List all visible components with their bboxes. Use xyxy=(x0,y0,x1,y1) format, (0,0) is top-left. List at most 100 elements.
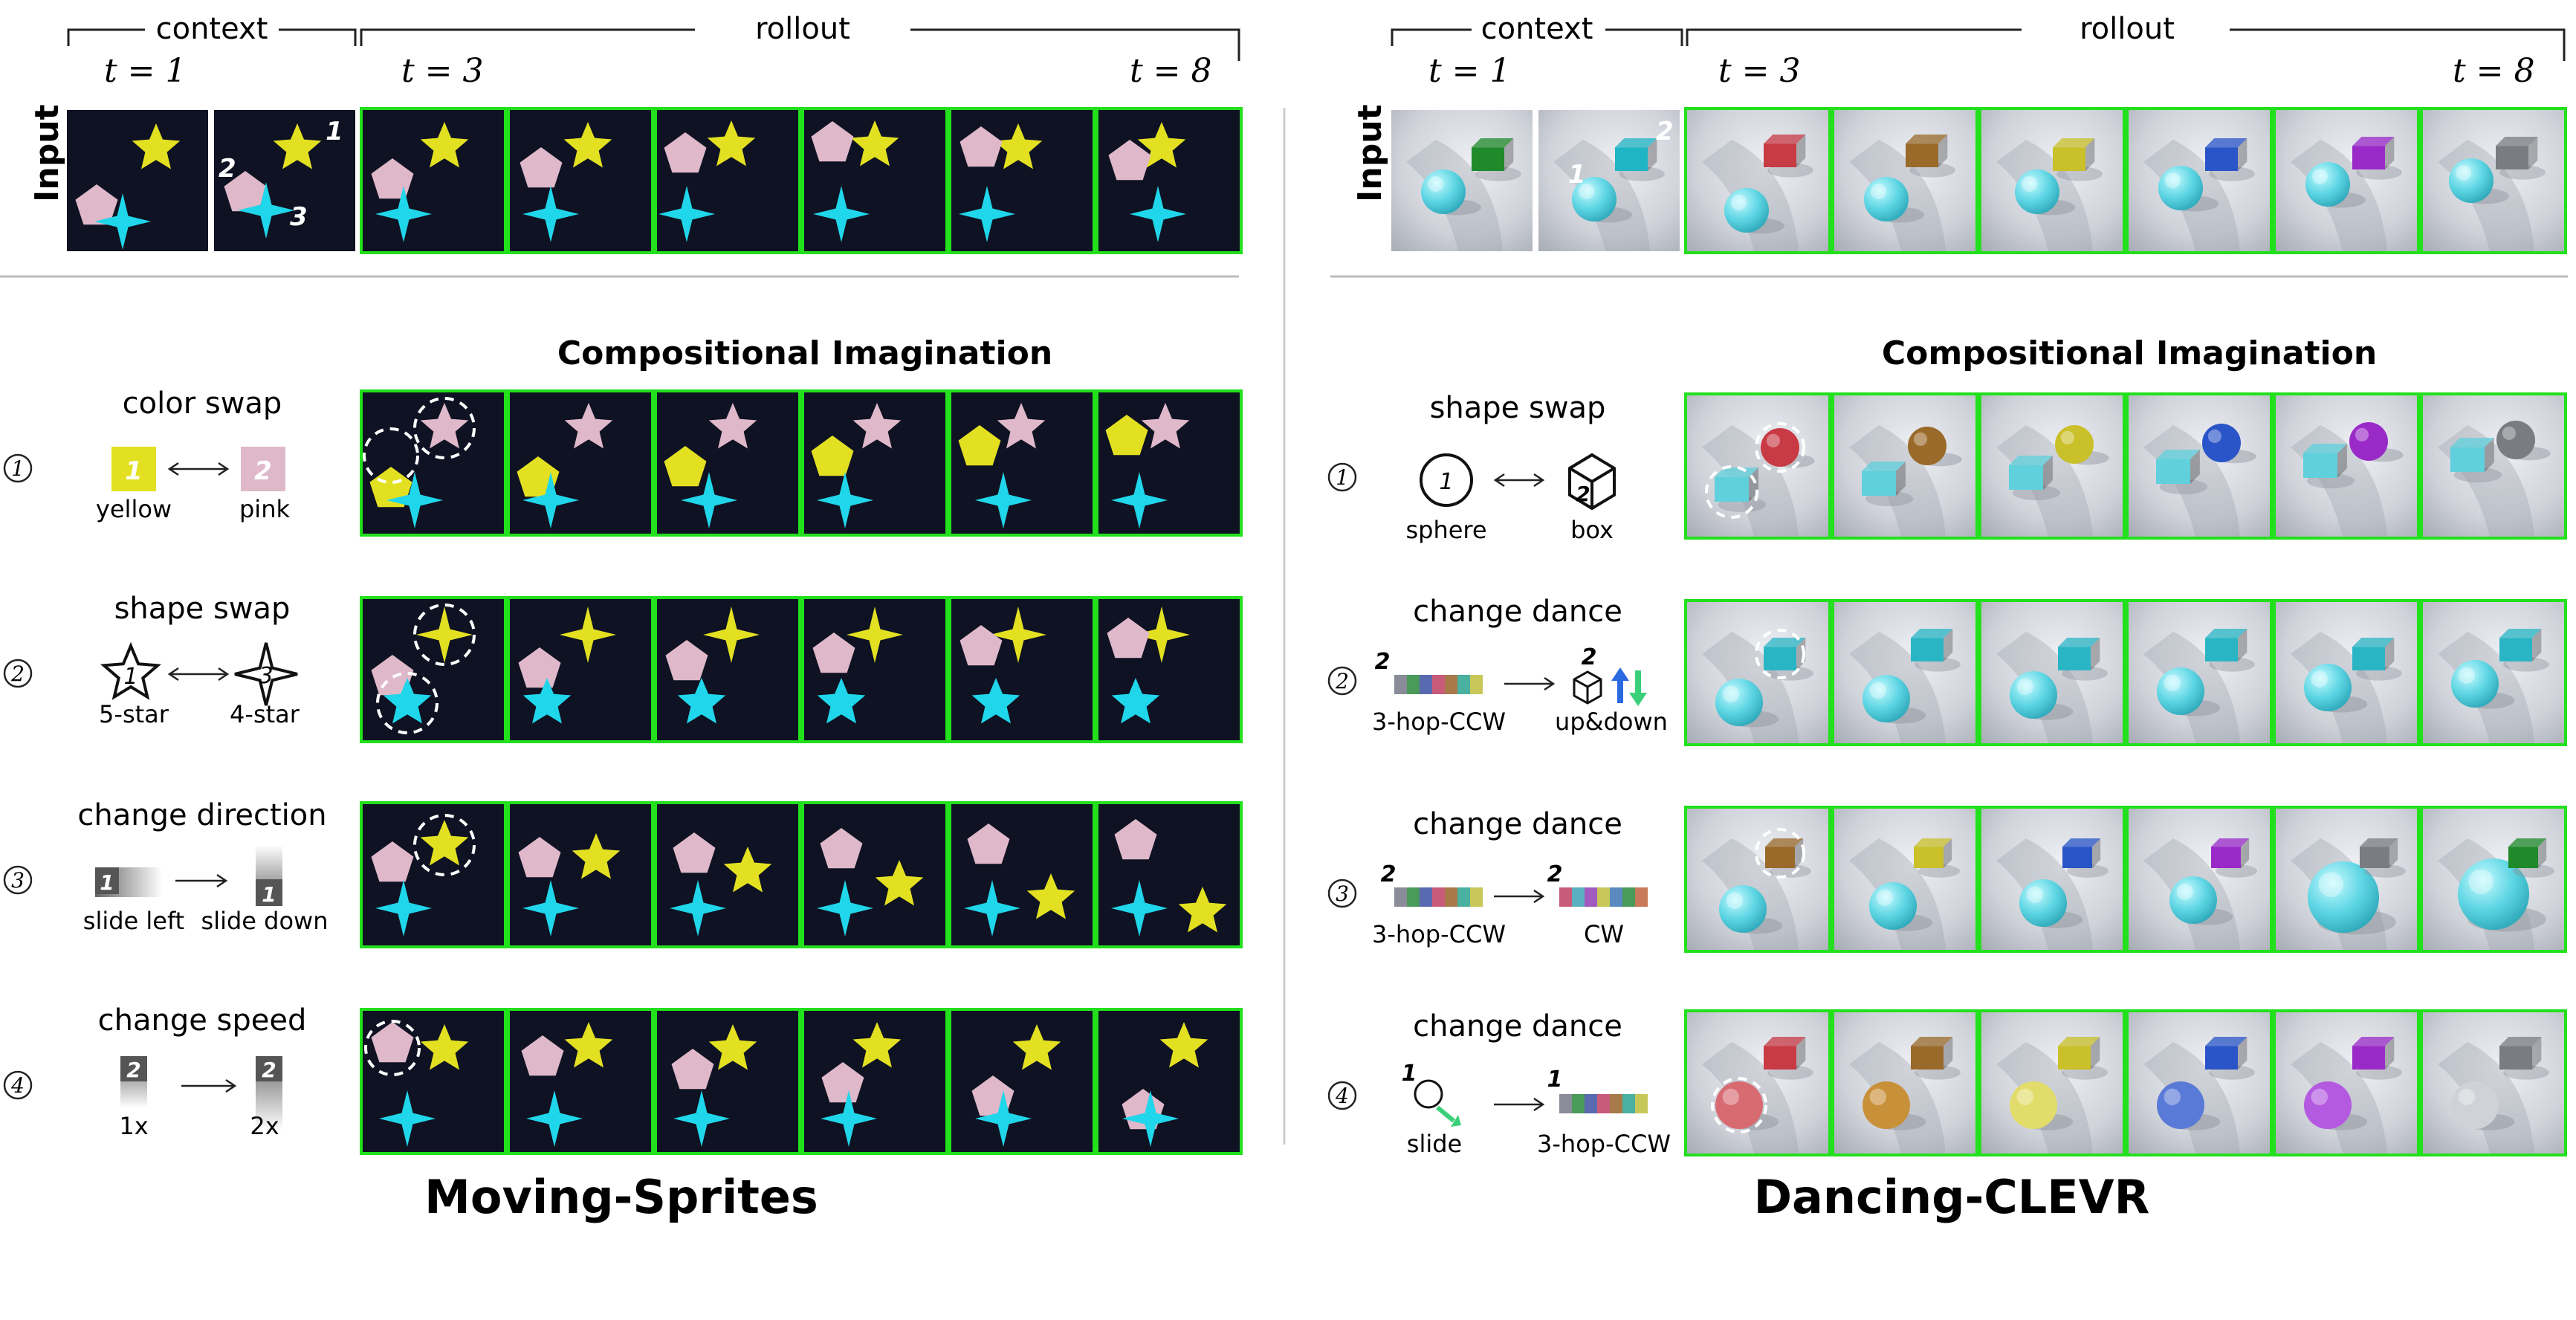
ball-highlight xyxy=(2022,176,2037,192)
dance-step xyxy=(1559,1094,1572,1113)
sprite-frame xyxy=(1096,389,1243,537)
clevr-frame xyxy=(2273,107,2420,254)
cube-top xyxy=(1715,468,1758,477)
annotation-2: 2 xyxy=(1656,117,1674,146)
box-icon xyxy=(1568,453,1616,511)
cube-object xyxy=(2205,147,2238,171)
five-star-sprite xyxy=(522,678,572,724)
section-title-right: Compositional Imagination xyxy=(1882,334,2377,372)
sprite-frame xyxy=(507,389,654,537)
cube-side-shade xyxy=(2043,456,2053,490)
slide-down-box xyxy=(256,879,282,906)
annotation-3: 3 xyxy=(290,202,308,232)
pentagon-sprite xyxy=(371,841,414,882)
five-star-sprite xyxy=(817,678,866,724)
sprite-frame xyxy=(801,107,948,254)
ball-object xyxy=(1719,885,1767,933)
shape-tag: 1 xyxy=(123,664,137,690)
pentagon-sprite xyxy=(1107,618,1150,659)
dance-sequence-bar xyxy=(1559,1094,1648,1113)
sprite-frame xyxy=(1096,107,1243,254)
ball-highlight xyxy=(2207,429,2221,443)
dance-step xyxy=(1585,1094,1597,1113)
input-clevr-annotations: 21 xyxy=(1568,117,1674,190)
cube-top xyxy=(2009,456,2053,465)
row-number: 1 xyxy=(3,453,33,483)
cube-top xyxy=(2352,1037,2395,1046)
five-star-sprite xyxy=(971,678,1020,724)
row-number: 4 xyxy=(1327,1081,1357,1110)
cube-side-shade xyxy=(2389,838,2398,868)
cube-top xyxy=(1472,138,1514,148)
legend-left-label: 5-star xyxy=(99,700,169,728)
ball-highlight xyxy=(2312,169,2328,184)
five-star-sprite xyxy=(994,123,1043,169)
five-star-sprite xyxy=(850,120,899,166)
dance-tag: 2 xyxy=(1582,644,1597,670)
legend-left-label: 3-hop-CCW xyxy=(1372,920,1506,948)
cube-top xyxy=(1862,462,1906,471)
five-star-sprite xyxy=(1178,887,1227,933)
cube-side-shade xyxy=(2385,638,2395,670)
context-bracket-right xyxy=(1391,28,1683,46)
cube-object xyxy=(1914,847,1944,868)
dance-step xyxy=(1470,675,1483,694)
arrow-tail xyxy=(167,667,179,682)
legend-title: shape swap xyxy=(114,592,291,626)
t3-label: t = 3 xyxy=(401,52,484,90)
frame-background xyxy=(1834,1012,1975,1154)
clevr-frame xyxy=(2273,806,2420,953)
row-number: 2 xyxy=(3,659,33,688)
cube-side-shade xyxy=(1944,629,1953,661)
row-number-circle xyxy=(3,659,33,688)
dance-step xyxy=(1394,675,1407,694)
row-number-circle xyxy=(3,453,33,483)
five-star-sprite xyxy=(1111,678,1160,724)
ball-highlight xyxy=(2468,869,2494,894)
dance-step xyxy=(1559,887,1572,907)
cube-top xyxy=(2156,450,2200,459)
frame-background xyxy=(1098,804,1240,945)
pentagon-sprite xyxy=(671,1049,714,1090)
highlight-circle xyxy=(413,397,476,459)
row-number-label: 3 xyxy=(1336,881,1349,906)
t8-label-right: t = 8 xyxy=(2453,52,2535,90)
four-star-sprite xyxy=(1130,186,1186,242)
highlight-circle xyxy=(364,1020,421,1076)
ball-object xyxy=(2157,1081,2204,1129)
clevr-frame xyxy=(2420,107,2567,254)
cube-object xyxy=(2303,453,2337,478)
ball-object xyxy=(1863,1081,1910,1129)
four-star-sprite xyxy=(670,880,726,936)
row-number-circle xyxy=(1327,666,1357,696)
ball-object xyxy=(2451,660,2499,708)
sprite-frame xyxy=(654,1008,801,1155)
clevr-frame xyxy=(1684,599,1831,746)
sprite-frame xyxy=(801,1008,948,1155)
cube-top xyxy=(2053,138,2095,148)
pentagon-sprite xyxy=(1114,819,1157,860)
cube-object xyxy=(2053,147,2085,171)
frame-background xyxy=(2129,395,2270,537)
row-number-label: 4 xyxy=(1335,1084,1349,1108)
row-number-label: 1 xyxy=(1336,465,1349,490)
five-star-sprite xyxy=(420,1024,469,1070)
frame-background xyxy=(804,804,945,945)
arrow-head xyxy=(218,462,230,476)
cube-object xyxy=(2499,638,2532,661)
cube-object xyxy=(2205,1046,2238,1070)
cube-side-shade xyxy=(1796,135,1806,167)
ball-object xyxy=(1761,428,1799,467)
dance-step xyxy=(1432,675,1445,694)
clevr-frame xyxy=(2126,392,2273,540)
dance-step xyxy=(1597,1094,1610,1113)
frame-background xyxy=(363,392,504,534)
pentagon-sprite xyxy=(959,625,1003,666)
annotation-1: 1 xyxy=(326,117,343,146)
cube-top xyxy=(2303,444,2347,453)
row-number: 2 xyxy=(1327,666,1357,696)
clevr-frame xyxy=(2420,392,2567,540)
